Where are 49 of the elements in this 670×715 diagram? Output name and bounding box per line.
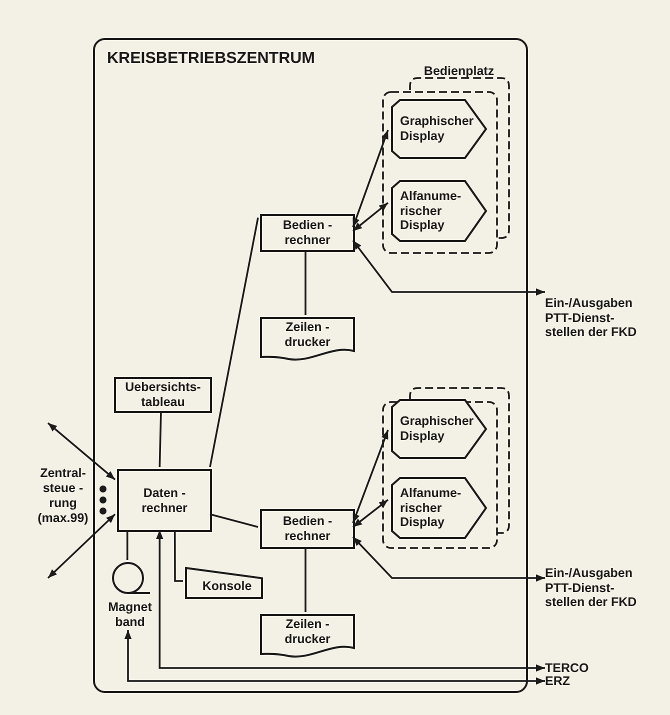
- connector: [126, 530, 128, 560]
- connector: [124, 630, 545, 685]
- node-label: Zeilen - drucker: [284, 617, 332, 647]
- connector: [304, 250, 306, 315]
- display-shape: [390, 99, 487, 159]
- display-shape: [390, 399, 487, 459]
- node-label: Uebersichts- tableau: [124, 380, 202, 410]
- connector: [352, 240, 545, 296]
- process-box: [260, 509, 355, 549]
- dashed-group: [382, 64, 510, 254]
- node-label: Graphischer Display: [400, 114, 474, 144]
- process-box: [117, 469, 212, 532]
- node-label: Alfanume- rischer Display: [400, 486, 462, 530]
- printer-shape: [260, 317, 355, 361]
- group-title: KREISBETRIEBSZENTRUM: [107, 50, 316, 69]
- node-label: Alfanume- rischer Display: [400, 188, 462, 234]
- connector: [156, 530, 545, 672]
- process-box: [114, 377, 212, 413]
- display-shape: [390, 180, 487, 242]
- console-shape: [185, 567, 263, 599]
- node-label: TERCO: [545, 660, 590, 676]
- display-shape: [390, 477, 487, 539]
- connector: [352, 202, 389, 232]
- node-label: Zeilen - drucker: [284, 320, 332, 350]
- connector: [47, 422, 116, 480]
- node-label: ERZ: [545, 674, 571, 688]
- node-label: Daten - rechner: [140, 486, 188, 516]
- node-label: Graphischer Display: [400, 414, 474, 444]
- connector: [47, 514, 116, 579]
- connector: [158, 410, 162, 468]
- node-label: Ein-/Ausgaben PTT-Dienst- stellen der FKD: [545, 296, 638, 340]
- connector: [304, 547, 306, 612]
- connector: [209, 218, 259, 468]
- connector: [174, 530, 183, 582]
- connector: [352, 130, 389, 228]
- connector: [352, 430, 389, 524]
- side-label: Zentral- steue - rung (max.99): [36, 466, 90, 526]
- process-box: [260, 214, 355, 252]
- node-label: Ein-/Ausgaben PTT-Dienst- stellen der FKD: [545, 566, 638, 610]
- group-title: Bedienplatz: [424, 64, 494, 79]
- node-label: Bedien - rechner: [282, 218, 334, 248]
- node-label: Magnet band: [107, 600, 153, 630]
- node-label: Konsole: [202, 578, 252, 594]
- system-frame: [93, 38, 528, 693]
- connector: [352, 536, 545, 582]
- printer-shape: [260, 614, 355, 658]
- connector: [210, 513, 258, 528]
- connector: [352, 499, 389, 528]
- node-label: Bedien - rechner: [282, 514, 334, 544]
